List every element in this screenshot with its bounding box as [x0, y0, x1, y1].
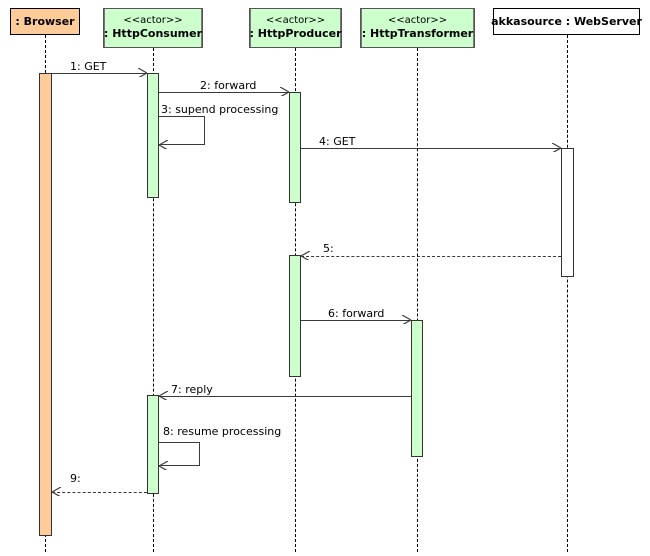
self-message-3[interactable] [159, 116, 205, 145]
message-line-9[interactable] [52, 492, 147, 493]
lifeline-axis-httpconsumer [153, 48, 154, 552]
message-label-4: 4: GET [319, 135, 356, 148]
message-line-1[interactable] [52, 73, 147, 74]
lifeline-stereotype-httpconsumer: <<actor>> [123, 14, 183, 26]
activation-bar-webserver[interactable] [561, 148, 574, 277]
lifeline-axis-webserver [567, 35, 568, 552]
message-arrowhead [159, 461, 168, 470]
message-label-9: 9: [70, 472, 81, 485]
message-label-2: 2: forward [200, 79, 257, 92]
lifeline-head-httpproducer[interactable]: <<actor>>: HttpProducer [249, 8, 342, 48]
message-line-7[interactable] [159, 396, 411, 397]
activation-bar-httpproducer[interactable] [289, 92, 301, 203]
message-arrowhead [138, 68, 147, 77]
message-arrowhead [301, 251, 310, 260]
message-label-8: 8: resume processing [163, 425, 282, 438]
activation-bar-httpproducer[interactable] [289, 255, 301, 377]
lifeline-name-webserver: akkasource : WebServer [491, 15, 642, 28]
lifeline-head-webserver[interactable]: akkasource : WebServer [491, 8, 642, 35]
message-line-4[interactable] [301, 148, 561, 149]
message-arrowhead [159, 140, 168, 149]
lifeline-stereotype-httpproducer: <<actor>> [265, 14, 326, 26]
lifeline-head-httptransformer[interactable]: <<actor>>: HttpTransformer [360, 8, 475, 48]
activation-bar-httptransformer[interactable] [411, 320, 423, 457]
lifeline-name-httptransformer: : HttpTransformer [361, 27, 474, 41]
message-label-3: 3: supend processing [161, 103, 279, 116]
message-label-6: 6: forward [328, 307, 385, 320]
activation-bar-httpconsumer[interactable] [147, 73, 159, 198]
message-label-1: 1: GET [70, 60, 107, 73]
activation-bar-httpconsumer[interactable] [147, 395, 159, 494]
message-line-5[interactable] [301, 256, 561, 257]
message-arrowhead [52, 487, 61, 496]
message-arrowhead [280, 87, 289, 96]
lifeline-stereotype-httptransformer: <<actor>> [387, 14, 448, 26]
lifeline-name-httpconsumer: : HttpConsumer [104, 27, 203, 41]
lifeline-name-browser: : Browser [15, 15, 75, 28]
message-label-7: 7: reply [171, 383, 213, 396]
lifeline-axis-httptransformer [417, 48, 418, 552]
message-arrowhead [159, 391, 168, 400]
lifeline-head-httpconsumer[interactable]: <<actor>>: HttpConsumer [103, 8, 203, 48]
message-arrowhead [402, 315, 411, 324]
message-arrowhead [552, 143, 561, 152]
self-message-8[interactable] [159, 442, 200, 466]
lifeline-name-httpproducer: : HttpProducer [249, 27, 342, 41]
lifeline-head-browser[interactable]: : Browser [10, 8, 80, 35]
message-line-6[interactable] [301, 320, 411, 321]
message-label-5: 5: [323, 242, 334, 255]
activation-bar-browser[interactable] [39, 73, 52, 536]
message-line-2[interactable] [159, 92, 289, 93]
